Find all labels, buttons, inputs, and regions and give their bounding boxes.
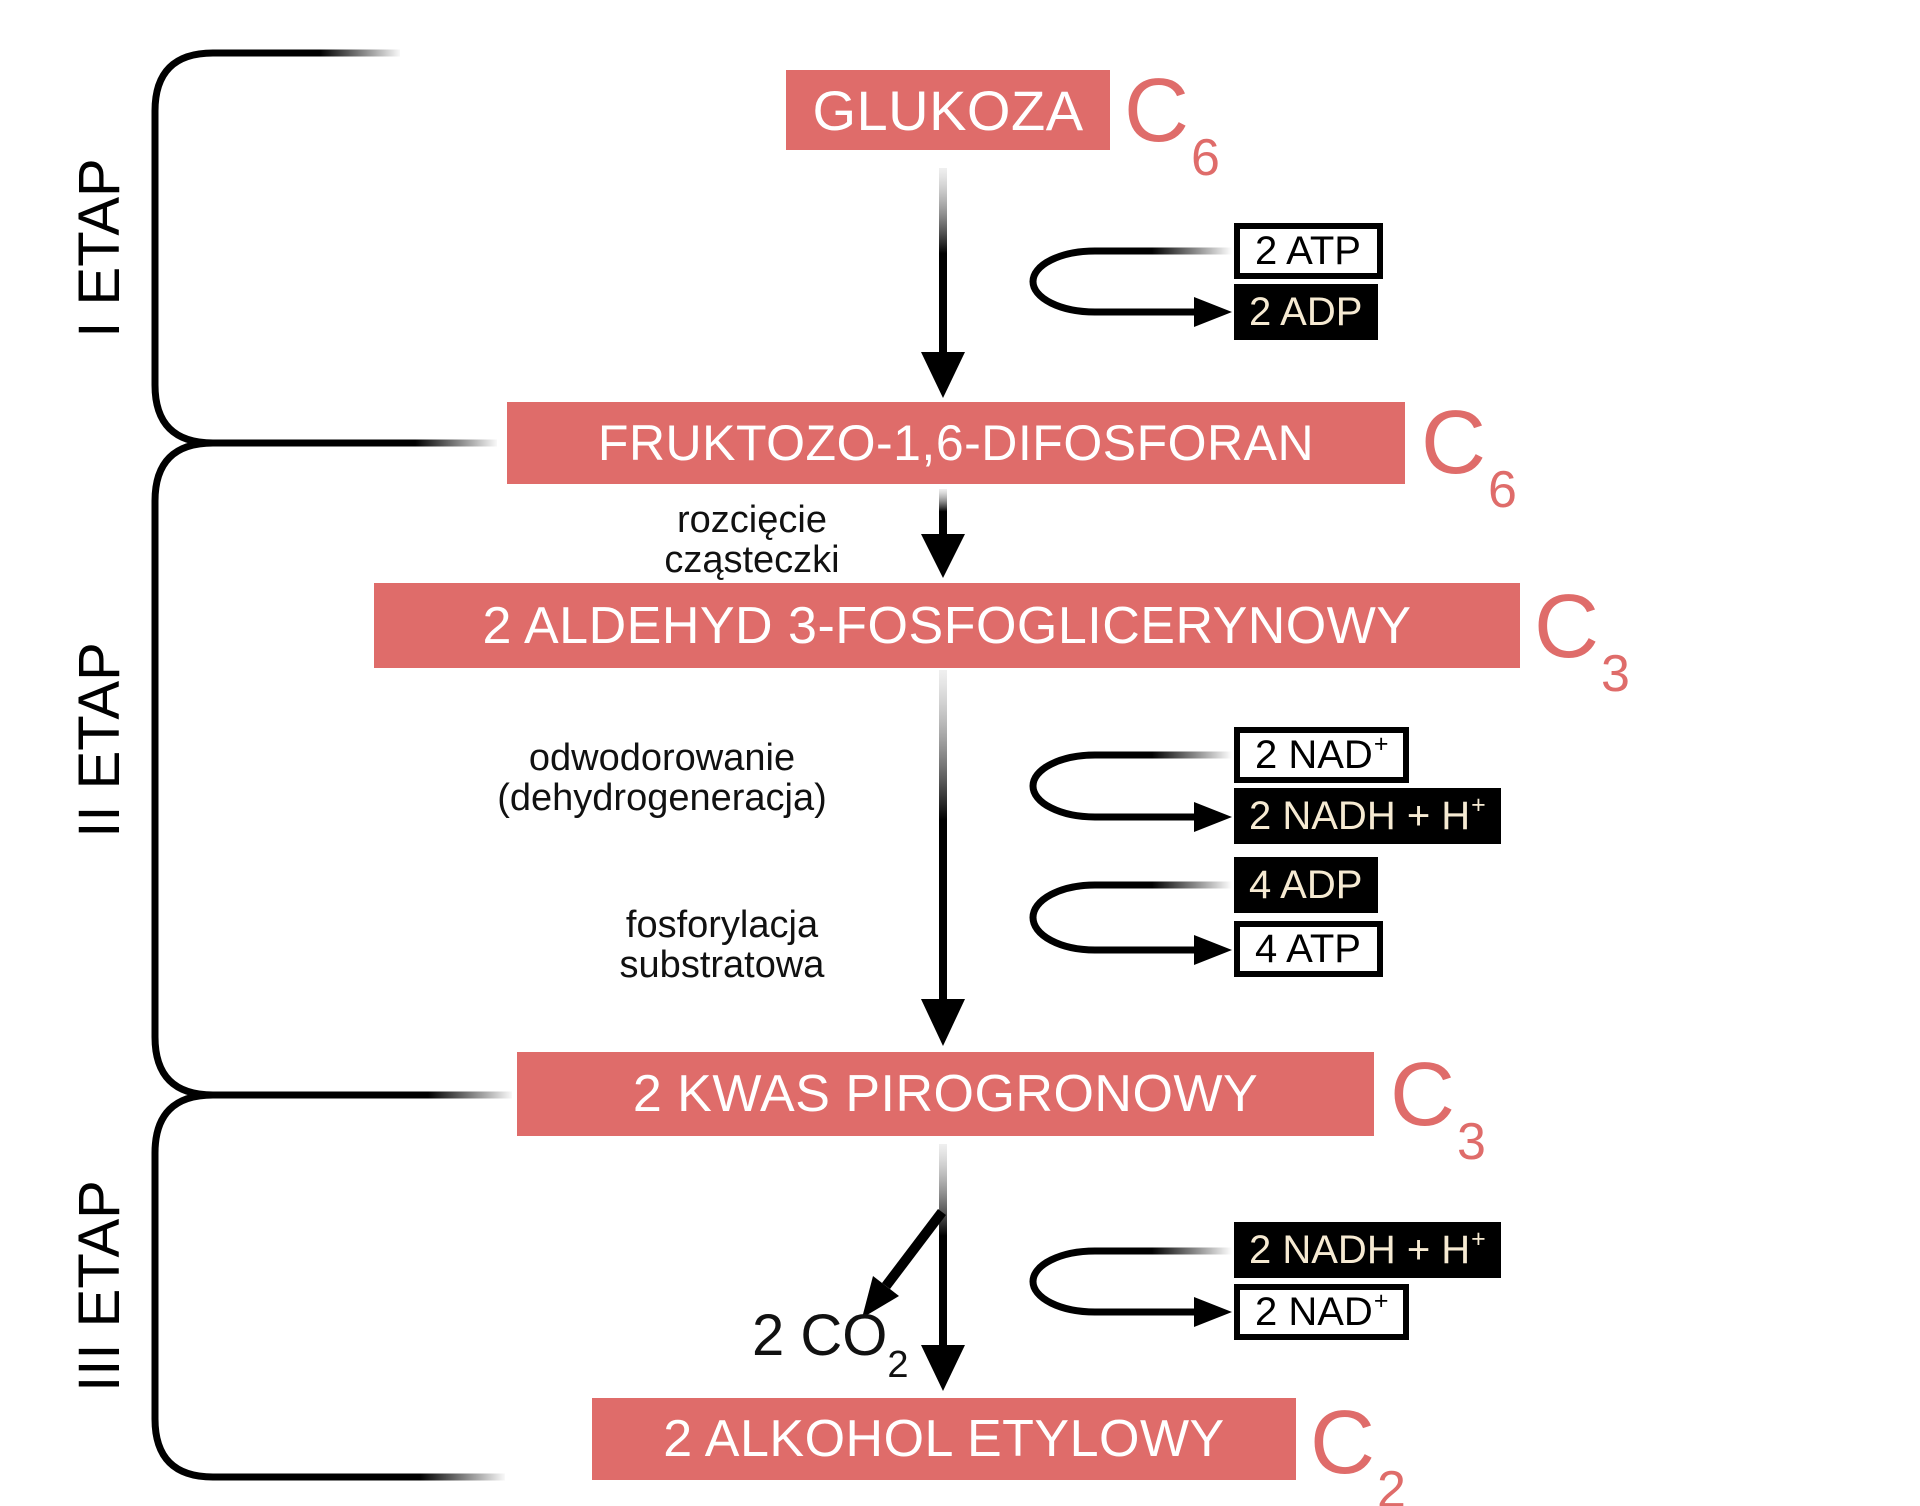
- formula-fruktozo: C6: [1421, 398, 1517, 516]
- cofactor-box-4atp: 4 ATP: [1234, 921, 1383, 977]
- bracket-stage-i: [151, 49, 497, 447]
- cofactor-box-2nad: 2 NAD+: [1234, 727, 1410, 783]
- formula-kwas-sub: 3: [1457, 1113, 1486, 1171]
- label-rozciecie-line2: cząsteczki: [664, 539, 840, 581]
- u-arrow-adp-atp: [1029, 881, 1232, 954]
- node-fruktozo-label: FRUKTOZO-1,6-DIFOSFORAN: [597, 415, 1315, 471]
- label-odwodorowanie-line1: odwodorowanie: [528, 737, 796, 779]
- arrow-aldehyd-kwas: [921, 670, 965, 1046]
- node-aldehyd-label: 2 ALDEHYD 3-FOSFOGLICERYNOWY: [482, 596, 1412, 655]
- stage-label-ii: II ETAP: [67, 642, 132, 838]
- label-fosforylacja: fosforylacja substratowa: [522, 905, 922, 985]
- node-glukoza-label: GLUKOZA: [812, 78, 1084, 142]
- arrow-fruktozo-aldehyd: [921, 489, 965, 578]
- stage-label-i: I ETAP: [67, 158, 132, 338]
- cofactor-2nad-sup: +: [1373, 729, 1389, 758]
- node-alkohol: 2 ALKOHOL ETYLOWY: [592, 1398, 1296, 1480]
- cofactor-4atp-text: 4 ATP: [1255, 926, 1361, 971]
- label-rozciecie-line1: rozcięcie: [677, 499, 827, 541]
- label-co2-sub: 2: [887, 1344, 909, 1386]
- arrow-co2-branch: [862, 1208, 946, 1318]
- u-arrow-nadh-nad: [1029, 1247, 1232, 1316]
- formula-glukoza-symbol: C: [1124, 61, 1189, 161]
- bracket-fades: [320, 45, 514, 1485]
- cofactor-2atp-text: 2 ATP: [1255, 228, 1361, 273]
- cofactor-2nad-stage3-sup: +: [1373, 1286, 1389, 1315]
- cofactor-2nadh-sup: +: [1471, 790, 1486, 819]
- formula-kwas-symbol: C: [1390, 1045, 1455, 1145]
- u-arrow-heads: [1194, 297, 1232, 1327]
- cofactor-2nad-text: 2 NAD: [1255, 732, 1373, 777]
- arrow-kwas-alkohol: [921, 1144, 965, 1391]
- node-aldehyd: 2 ALDEHYD 3-FOSFOGLICERYNOWY: [374, 583, 1520, 668]
- formula-glukoza-sub: 6: [1191, 129, 1220, 187]
- formula-glukoza: C6: [1124, 66, 1220, 184]
- cofactor-box-2nadh-stage3: 2 NADH + H+: [1234, 1222, 1501, 1278]
- bracket-stage-ii: [151, 439, 512, 1099]
- formula-aldehyd-sub: 3: [1601, 645, 1630, 703]
- formula-aldehyd-symbol: C: [1534, 577, 1599, 677]
- cofactor-2nadh-stage3-sup: +: [1471, 1224, 1486, 1253]
- cofactor-2nad-stage3-text: 2 NAD: [1255, 1289, 1373, 1334]
- label-co2-text: 2 CO: [752, 1303, 888, 1368]
- label-co2: 2 CO2: [752, 1302, 909, 1386]
- cofactor-4adp-text: 4 ADP: [1249, 862, 1363, 907]
- formula-alkohol-sub: 2: [1377, 1461, 1406, 1506]
- cofactor-box-2nad-stage3: 2 NAD+: [1234, 1284, 1410, 1340]
- stage-label-iii: III ETAP: [67, 1180, 132, 1392]
- label-odwodorowanie-line2: (dehydrogeneracja): [497, 777, 827, 819]
- cofactor-box-2nadh: 2 NADH + H+: [1234, 788, 1501, 844]
- arrow-glukoza-fruktozo: [921, 168, 965, 398]
- label-rozciecie: rozcięcie cząsteczki: [600, 500, 904, 580]
- node-alkohol-label: 2 ALKOHOL ETYLOWY: [663, 1410, 1225, 1468]
- formula-alkohol-symbol: C: [1310, 1393, 1375, 1493]
- formula-fruktozo-symbol: C: [1421, 393, 1486, 493]
- label-fosforylacja-line2: substratowa: [619, 944, 825, 986]
- cofactor-box-2adp: 2 ADP: [1234, 284, 1379, 340]
- formula-fruktozo-sub: 6: [1488, 461, 1517, 519]
- node-kwas: 2 KWAS PIROGRONOWY: [517, 1052, 1374, 1136]
- u-arrow-nad-nadh: [1029, 751, 1232, 821]
- cofactor-box-2atp: 2 ATP: [1234, 223, 1383, 279]
- cofactor-2adp-text: 2 ADP: [1249, 289, 1363, 334]
- node-fruktozo: FRUKTOZO-1,6-DIFOSFORAN: [507, 402, 1405, 484]
- node-kwas-label: 2 KWAS PIROGRONOWY: [632, 1065, 1259, 1123]
- label-fosforylacja-line1: fosforylacja: [625, 904, 819, 946]
- u-arrow-atp-adp: [1029, 247, 1232, 316]
- formula-aldehyd: C3: [1534, 582, 1630, 700]
- u-arrow-fades: [1152, 245, 1232, 1257]
- node-glukoza: GLUKOZA: [786, 70, 1110, 150]
- cofactor-2nadh-text: 2 NADH + H: [1249, 793, 1471, 838]
- formula-kwas: C3: [1390, 1050, 1486, 1168]
- formula-alkohol: C2: [1310, 1398, 1406, 1506]
- label-odwodorowanie: odwodorowanie (dehydrogeneracja): [452, 738, 872, 818]
- cofactor-box-4adp: 4 ADP: [1234, 857, 1379, 913]
- bracket-stage-iii: [151, 1091, 512, 1481]
- cofactor-2nadh-stage3-text: 2 NADH + H: [1249, 1227, 1471, 1272]
